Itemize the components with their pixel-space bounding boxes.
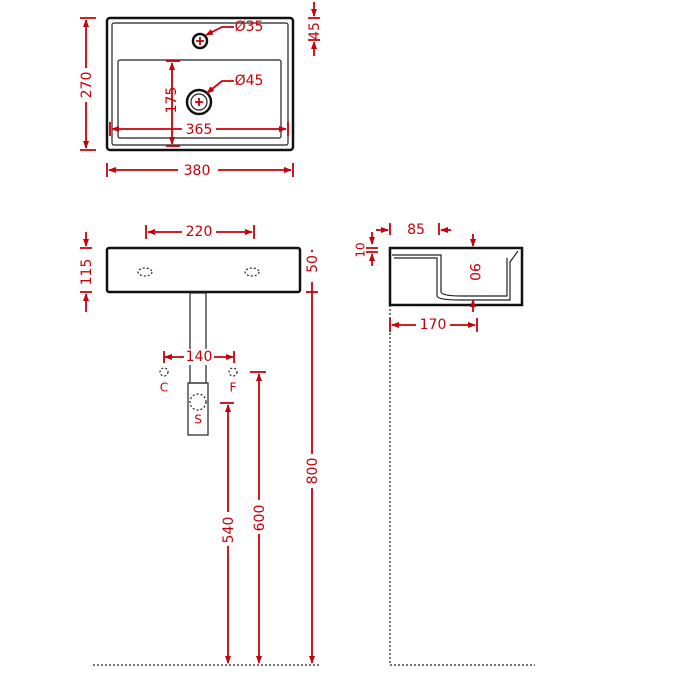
bowl-outline — [117, 59, 282, 139]
bowl-section — [394, 250, 519, 301]
overflow-right — [244, 267, 260, 277]
dim-drain-from-wall: 170 — [420, 317, 447, 333]
dim-depth: 270 — [79, 72, 95, 99]
basin-outline-front — [105, 246, 302, 294]
dim-supply-height: 600 — [252, 505, 268, 532]
dim-supply-spacing: 140 — [186, 349, 213, 365]
dim-rim: 85 — [407, 222, 425, 238]
side-view: 85 10 90 170 — [354, 222, 535, 666]
label-hot: F — [230, 381, 237, 395]
label-waste: S — [194, 413, 202, 427]
basin-outline-top — [105, 16, 295, 152]
dim-rim-thickness: 10 — [354, 242, 368, 257]
dim-drain-offset: 175 — [164, 87, 180, 114]
dim-tap-offset: 45 — [307, 22, 323, 40]
dim-waste-height: 540 — [221, 517, 237, 544]
drain-outer — [185, 88, 213, 116]
drain-inner — [190, 93, 208, 111]
overflow-left — [137, 267, 153, 277]
label-cold: C — [160, 381, 168, 395]
basin-outline-side — [388, 246, 524, 307]
dim-basin-height: 800 — [305, 458, 321, 485]
dim-width: 380 — [184, 163, 211, 179]
cold-supply — [159, 367, 169, 377]
rim-inner — [111, 22, 289, 146]
top-view: 270 380 365 175 45 Ø35 Ø45 — [78, 2, 323, 179]
waste-outlet — [189, 393, 207, 411]
label-tap-hole: Ø35 — [235, 19, 264, 35]
dim-top-to-base: 50 — [305, 255, 321, 273]
trap — [187, 382, 209, 436]
label-drain-hole: Ø45 — [235, 73, 264, 89]
dim-height: 115 — [79, 259, 95, 286]
dim-basin-depth: 90 — [466, 263, 482, 281]
hot-supply — [228, 367, 238, 377]
tap-hole — [191, 32, 209, 50]
front-view: 220 115 140 C F S 540 600 50 800 — [79, 224, 321, 666]
dim-overflow-spacing: 220 — [186, 224, 213, 240]
waste-pipe — [189, 292, 207, 384]
dim-basin-width: 365 — [186, 122, 213, 138]
